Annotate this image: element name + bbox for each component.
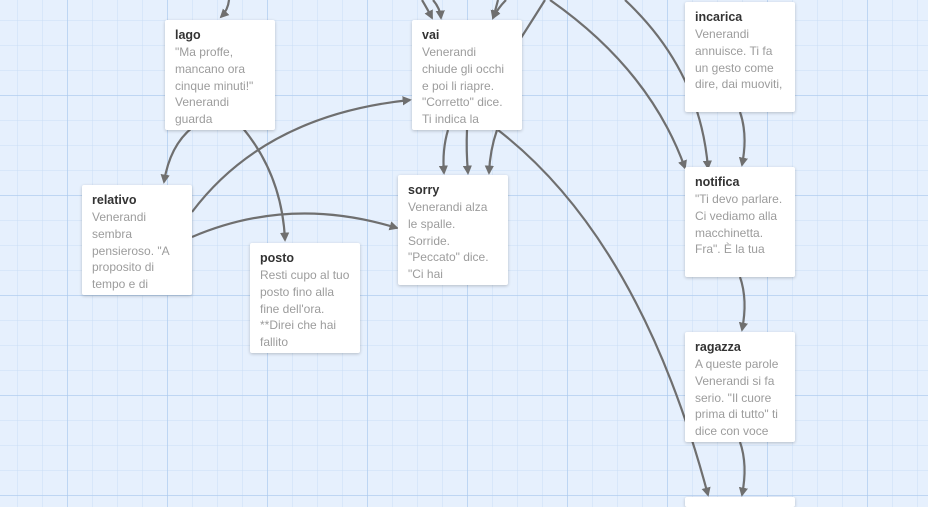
passage-incarica[interactable]: incarica Venerandi annuisce. Ti fa un ge…: [685, 2, 795, 112]
link-into-vai-4: [492, 0, 507, 20]
passage-excerpt: Resti cupo al tuo posto fino alla fine d…: [260, 268, 350, 350]
passage-posto[interactable]: posto Resti cupo al tuo posto fino alla …: [250, 243, 360, 353]
passage-title: incarica: [695, 10, 743, 24]
link-into-notifica: [549, 0, 687, 170]
link-into-lago: [219, 0, 231, 19]
passage-vai[interactable]: vai Venerandi chiude gli occhi e poi li …: [412, 20, 522, 130]
passage-title: ragazza: [695, 340, 741, 354]
passage-title: posto: [260, 251, 295, 265]
passage-excerpt: Venerandi chiude gli occhi e poi li riap…: [422, 45, 505, 127]
link-incarica-notifica: [738, 111, 748, 167]
link-lago-relativo: [160, 126, 194, 184]
passage-title: notifica: [695, 175, 740, 189]
passage-excerpt: Venerandi annuisce. Ti fa un gesto come …: [695, 27, 783, 92]
link-vai-sorry-3: [484, 129, 499, 175]
passage-sorry[interactable]: sorry Venerandi alza le spalle. Sorride.…: [398, 175, 508, 285]
passage-relativo[interactable]: relativo Venerandi sembra pensieroso. "A…: [82, 185, 192, 295]
link-into-vai-1: [421, 0, 433, 20]
passage-title: sorry: [408, 183, 440, 197]
link-top-right: [624, 0, 713, 170]
passage-excerpt: Venerandi alza le spalle. Sorride. "Pecc…: [408, 200, 489, 282]
link-vai-sorry-2: [462, 129, 472, 175]
passage-excerpt: "Ti devo parlare. Ci vediamo alla macchi…: [695, 192, 783, 257]
link-relativo-vai: [191, 96, 412, 213]
passage-ragazza[interactable]: ragazza A queste parole Venerandi si fa …: [685, 332, 795, 442]
passage-title: lago: [175, 28, 201, 42]
link-ragazza-bottom: [738, 441, 748, 497]
passage-lago[interactable]: lago "Ma proffe, mancano ora cinque minu…: [165, 20, 275, 130]
link-relativo-sorry: [191, 212, 399, 239]
link-into-vai-2: [432, 0, 445, 20]
passage-notifica[interactable]: notifica "Ti devo parlare. Ci vediamo al…: [685, 167, 795, 277]
passage-excerpt: Venerandi sembra pensieroso. "A proposit…: [92, 210, 169, 292]
passage-bottom[interactable]: [685, 497, 795, 507]
link-vai-sorry-1: [438, 129, 450, 175]
passage-excerpt: "Ma proffe, mancano ora cinque minuti!" …: [175, 45, 254, 127]
passage-excerpt: A queste parole Venerandi si fa serio. "…: [695, 357, 779, 439]
link-vai-bottom: [497, 129, 711, 497]
passage-title: vai: [422, 28, 440, 42]
link-notifica-ragazza: [738, 276, 748, 332]
link-lago-posto: [241, 126, 290, 242]
passage-title: relativo: [92, 193, 137, 207]
